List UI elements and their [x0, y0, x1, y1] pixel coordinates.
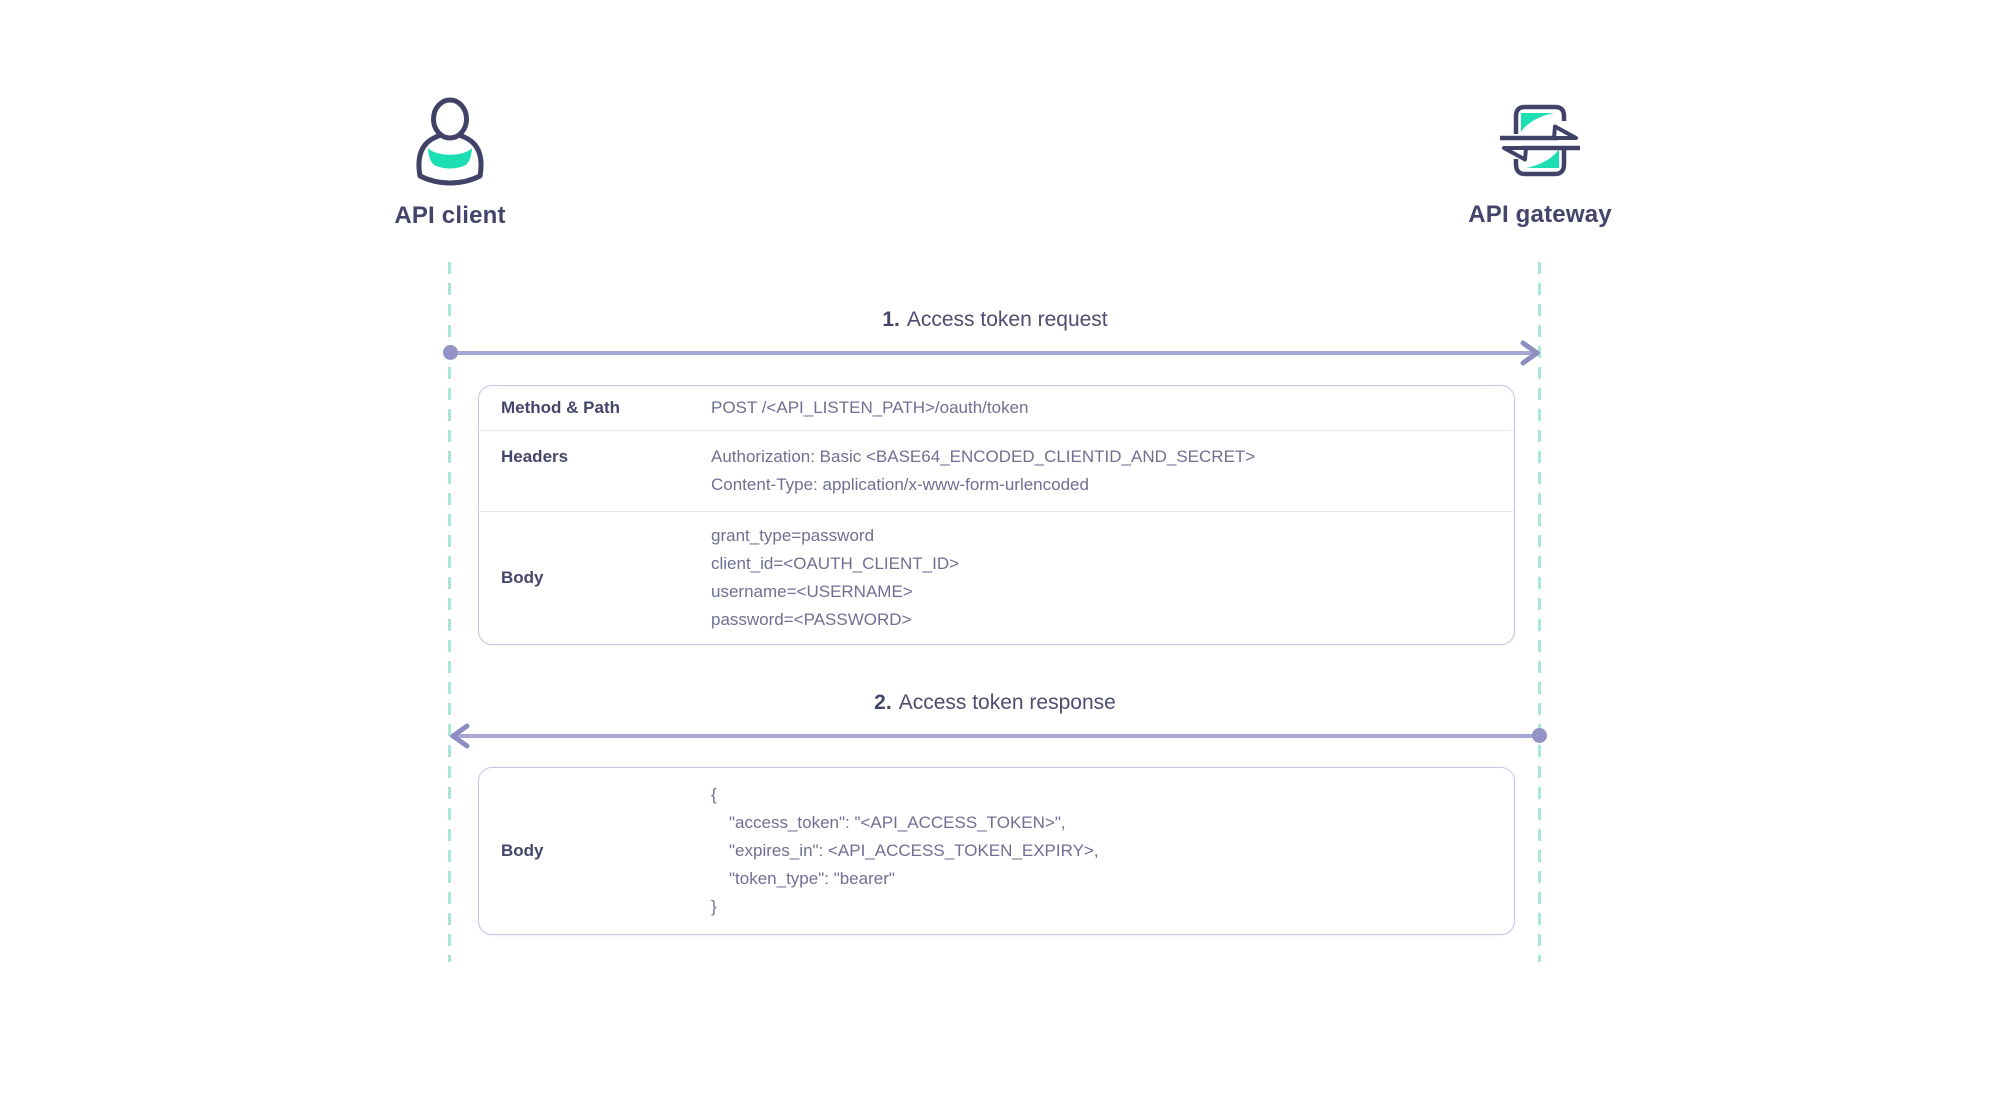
table-row-method-path: Method & Path POST /<API_LISTEN_PATH>/oa…: [479, 386, 1514, 430]
row-value-line: username=<USERNAME>: [711, 582, 913, 601]
row-value-line: POST /<API_LISTEN_PATH>/oauth/token: [711, 398, 1029, 417]
message-1-text: Access token request: [906, 308, 1108, 331]
user-icon-teal-crescent: [428, 148, 472, 169]
message-2-number: 2.: [874, 691, 892, 714]
actor-label-api-client: API client: [394, 202, 506, 229]
user-icon: [416, 97, 484, 186]
message-2-arrow-line: [450, 734, 1540, 738]
row-value-line: password=<PASSWORD>: [711, 610, 912, 629]
row-value-line: "expires_in": <API_ACCESS_TOKEN_EXPIRY>,: [729, 841, 1099, 860]
table-row-headers: Headers Authorization: Basic <BASE64_ENC…: [479, 430, 1514, 511]
message-1-origin-dot: [443, 345, 458, 360]
row-value-line: grant_type=password: [711, 526, 875, 545]
row-value-line: Content-Type: application/x-www-form-url…: [711, 475, 1089, 494]
message-1-arrowhead-right-icon: [1520, 340, 1540, 366]
message-2-arrowhead-left-icon: [450, 723, 470, 749]
api-gateway-icon: [1500, 104, 1580, 177]
message-1-arrow-line: [450, 351, 1540, 355]
actor-api-gateway: API gateway: [1420, 94, 1660, 229]
table-row-body: Body grant_type=password client_id=<OAUT…: [479, 511, 1514, 644]
row-value-line: "access_token": "<API_ACCESS_TOKEN>",: [729, 813, 1066, 832]
lifeline-api-gateway: [1538, 262, 1541, 962]
message-2-text: Access token response: [898, 691, 1116, 714]
message-2-title: 2. Access token response: [450, 688, 1540, 718]
row-value-line: {: [711, 785, 717, 804]
gateway-icon-teal-top: [1521, 113, 1554, 132]
row-label: Body: [501, 841, 544, 860]
response-details-table: Body { "access_token": "<API_ACCESS_TOKE…: [478, 767, 1515, 935]
actor-label-api-gateway: API gateway: [1468, 201, 1612, 228]
row-label: Method & Path: [501, 398, 620, 417]
request-details-table: Method & Path POST /<API_LISTEN_PATH>/oa…: [478, 385, 1515, 645]
message-1-title: 1. Access token request: [450, 305, 1540, 335]
table-row-body: Body { "access_token": "<API_ACCESS_TOKE…: [479, 768, 1514, 934]
row-value-line: "token_type": "bearer": [729, 869, 895, 888]
lifeline-api-client: [448, 262, 451, 962]
row-value-line: Authorization: Basic <BASE64_ENCODED_CLI…: [711, 447, 1256, 466]
row-label: Headers: [501, 447, 569, 466]
gateway-icon-teal-bottom: [1526, 149, 1559, 168]
message-2-origin-dot: [1532, 728, 1547, 743]
row-value-line: client_id=<OAUTH_CLIENT_ID>: [711, 554, 960, 573]
row-value-line: }: [711, 897, 717, 916]
message-1-number: 1.: [882, 308, 900, 331]
row-label: Body: [501, 568, 544, 587]
actor-api-client: API client: [340, 94, 560, 230]
